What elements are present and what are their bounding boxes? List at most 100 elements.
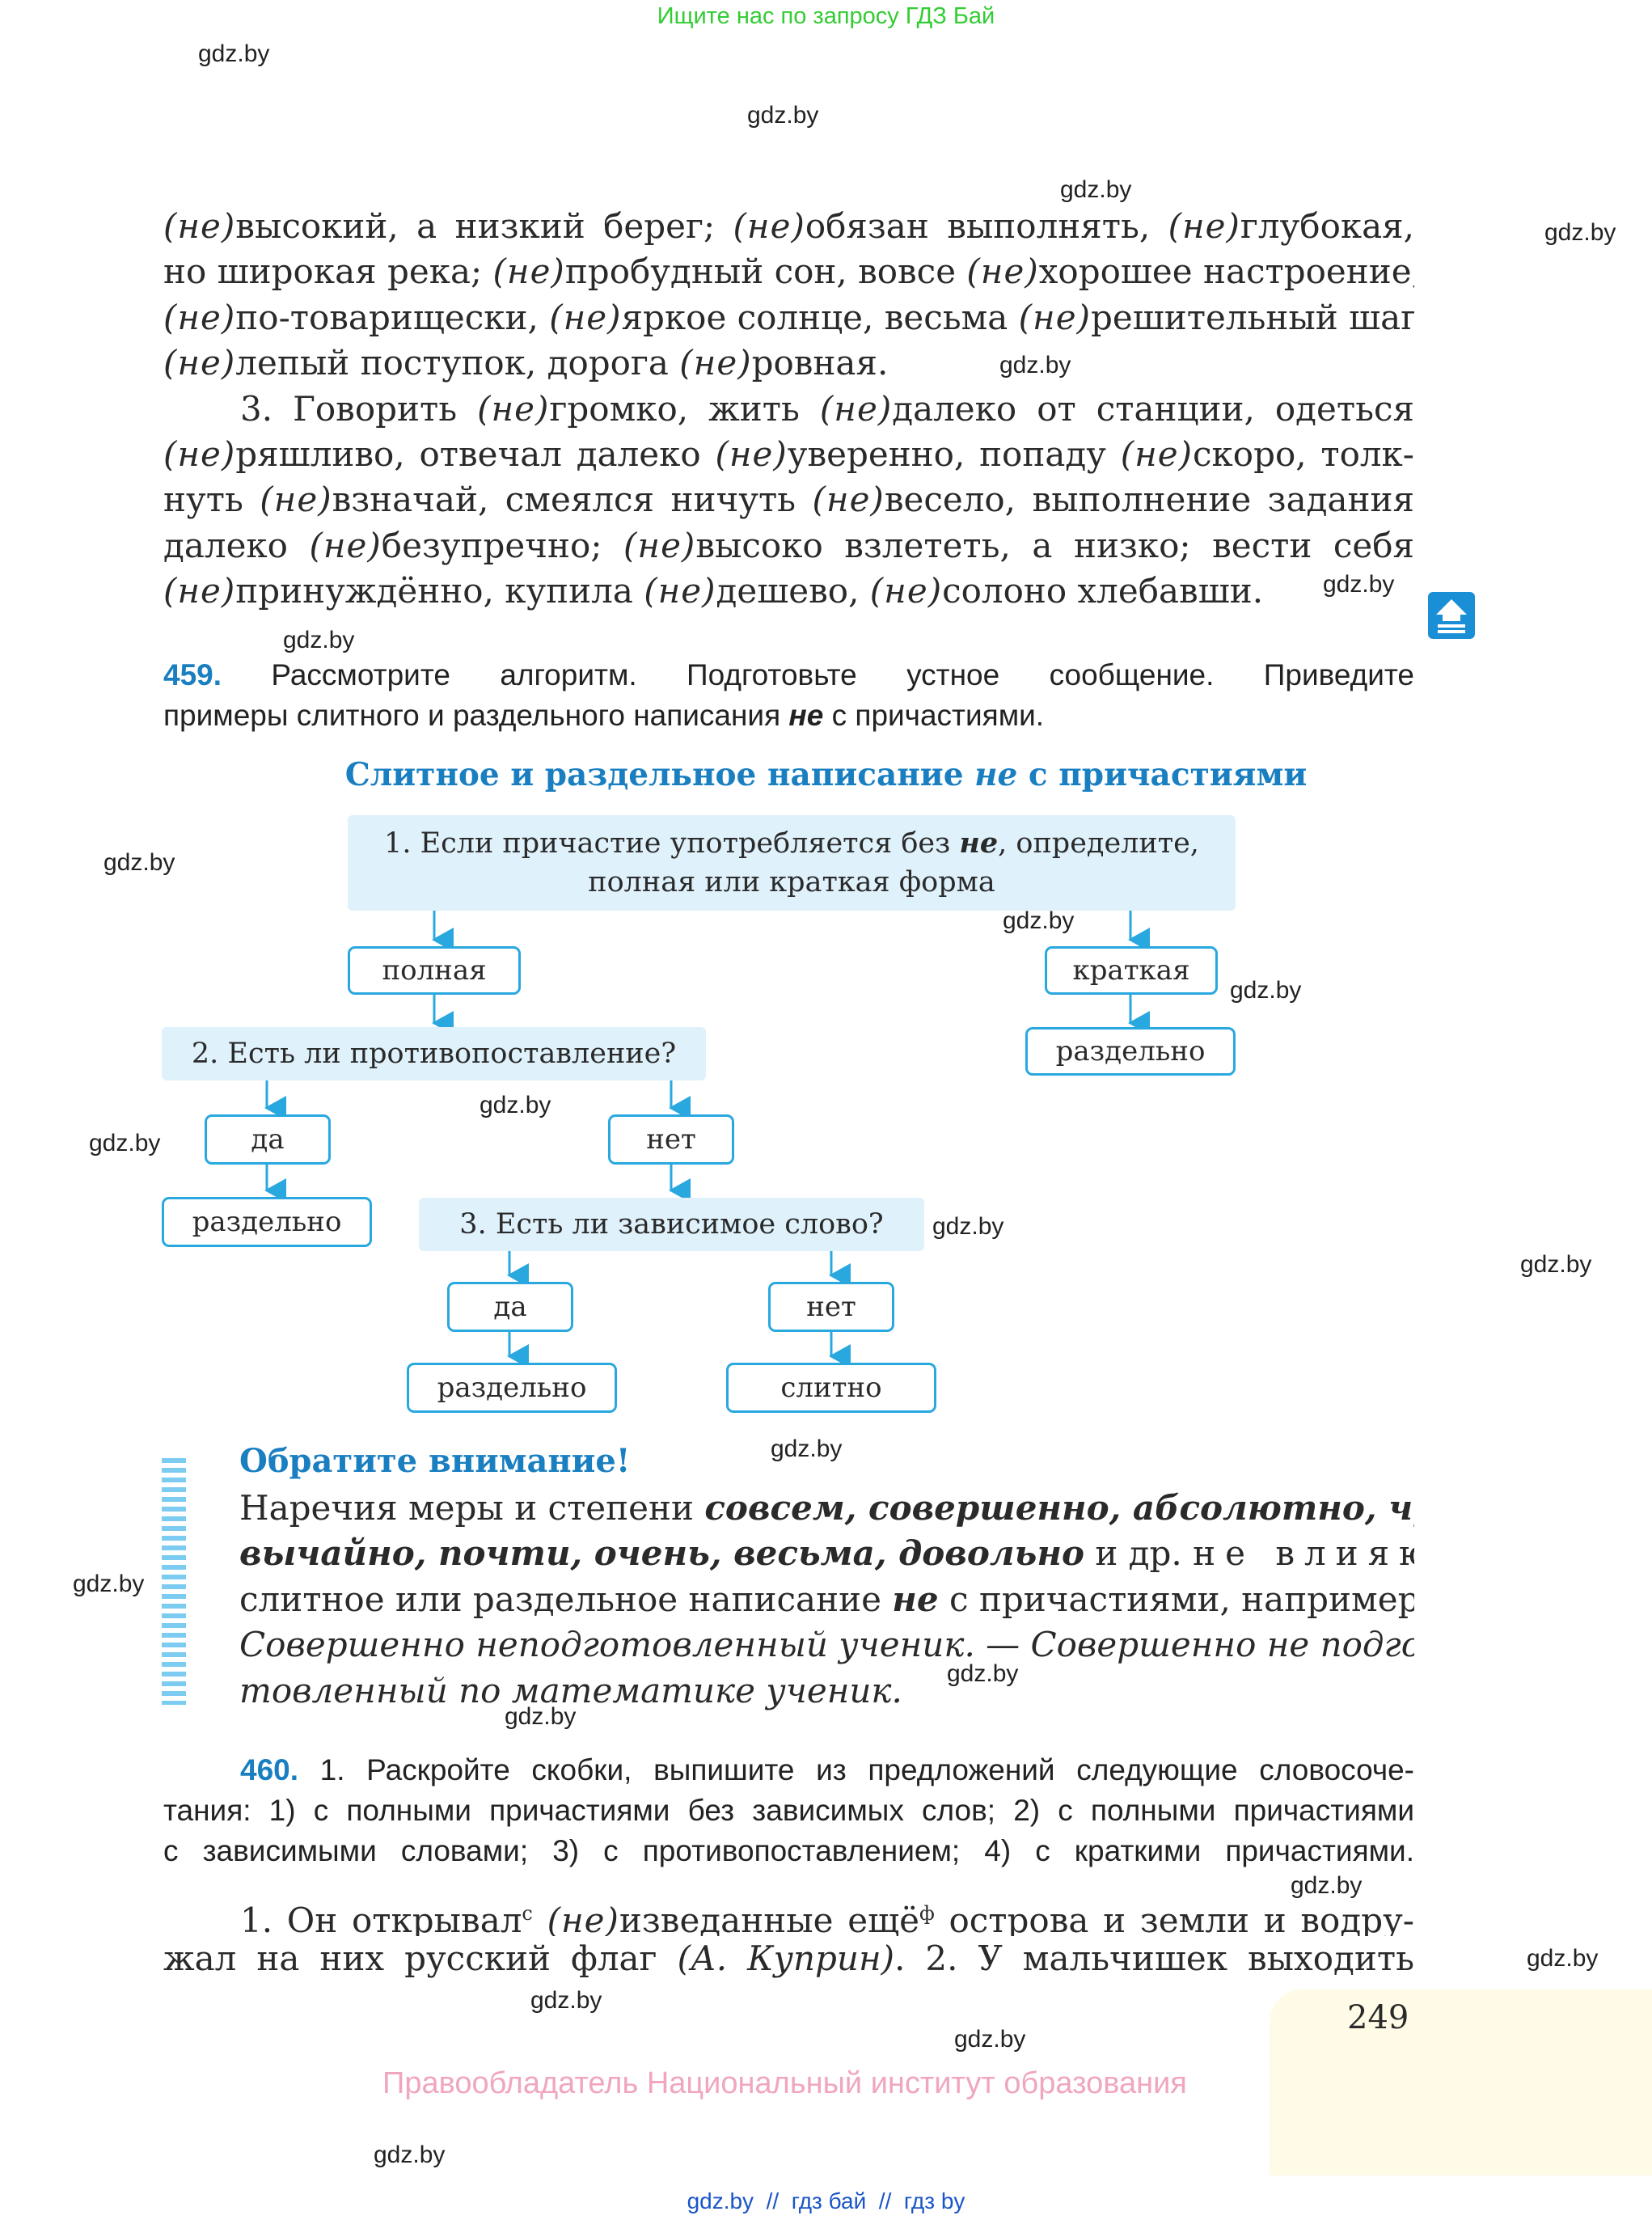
scheme-separately: раздельно [407,1363,617,1413]
text-segment: по-товарищески, [235,297,550,337]
particle-ne: (не) [260,480,332,520]
particle-ne: (не) [163,571,236,611]
copyright-notice: Правообладатель Национальный институт об… [382,2066,1187,2100]
note-text: Наречия меры и степени совсем, совершенн… [239,1488,1414,1710]
text-segment: дешево, [716,571,870,611]
text-segment: пробудный сон, вовсе [564,252,967,292]
text-segment: но широкая река; [163,252,493,292]
text-segment: далеко [163,525,310,565]
watermark: gdz.by [198,40,270,67]
particle-ne: (не) [812,480,885,520]
text-segment: принуждённо, купила [235,571,644,611]
text-line: нуть (не)взначай, смеялся ничуть (не)вес… [163,477,1414,522]
particle-ne: (не) [163,433,236,474]
exercise-460: 460. 1. Раскройте скобки, выпишите из пр… [163,1750,1414,1871]
watermark: gdz.by [954,2026,1026,2053]
scheme-yes: да [447,1282,573,1332]
particle-ne: (не) [1168,206,1240,246]
particle-ne: (не) [623,525,696,565]
watermark: gdz.by [1520,1251,1592,1278]
watermark: gdz.by [932,1213,1004,1240]
text-segment: далеко от станции, одеться [892,388,1414,429]
scheme-separately: раздельно [1025,1027,1236,1076]
particle-ne: (не) [1120,433,1194,474]
text-segment: нуть [163,480,260,520]
text-segment: уверенно, попаду [787,433,1121,474]
watermark: gdz.by [947,1660,1019,1687]
text-line: (не)лепый поступок, дорога (не)ровная. [163,340,1414,386]
exercise-number: 459. [163,658,222,691]
watermark: gdz.by [374,2142,446,2168]
footer-links[interactable]: gdz.by // гдз бай // гдз by [687,2188,965,2213]
watermark: gdz.by [1003,907,1075,934]
watermark: gdz.by [530,1987,602,2014]
text-segment: яркое солнце, весьма [621,297,1019,337]
scheme-step-2: 2. Есть ли противопоставление? [162,1027,706,1080]
text-segment: лепый поступок, дорога [235,343,680,383]
text-segment: безупречно; [381,525,624,565]
page-number: 249 [1347,1999,1409,2036]
particle-ne: (не) [163,343,236,383]
particle-ne: (не) [966,252,1039,292]
exercise-number: 460. [240,1753,299,1786]
home-icon[interactable] [1428,592,1475,639]
watermark: gdz.by [1323,571,1395,598]
particle-ne: (не) [309,525,382,565]
text-segment: решительный шаг, [1090,297,1414,337]
exercise-instruction: тания: 1) с полными причастиями без зави… [163,1794,1414,1827]
exercise-text-bottom: 1. Он открывалс (не)изведанные ещёф остр… [163,1901,1414,1979]
particle-ne: (не) [549,297,622,337]
scheme-no: нет [608,1114,734,1165]
scheme-full-form: полная [348,946,521,995]
watermark: gdz.by [1230,977,1302,1004]
text-segment: ровная. [751,343,889,383]
text-segment: ряшливо, отвечал далеко [235,433,716,474]
scheme-yes: да [205,1114,331,1165]
watermark: gdz.by [73,1571,145,1597]
particle-ne: (не) [163,297,236,337]
text-segment: весело, выполнение задания [884,480,1414,520]
scheme-arrows [264,910,1150,1368]
watermark: gdz.by [505,1703,577,1730]
scheme-step-3: 3. Есть ли зависимое слово? [419,1198,924,1251]
text-segment: солоно хлебавши. [942,571,1264,611]
text-segment: обязан выполнять, [805,206,1168,246]
scheme-title: Слитное и раздельное написание не с прич… [344,756,1308,793]
emphasis-ne: не [788,699,824,732]
exercise-459: 459. Рассмотрите алгоритм. Подготовьте у… [163,655,1414,736]
watermark: gdz.by [747,102,819,129]
watermark: gdz.by [283,627,355,653]
watermark: gdz.by [999,352,1071,378]
particle-ne: (не) [869,571,943,611]
scheme-short-form: краткая [1045,946,1218,995]
scheme-separately: раздельно [162,1197,372,1247]
scheme-step-1: 1. Если причастие употребляется без не, … [348,815,1236,911]
scheme-together: слитно [726,1363,936,1413]
watermark: gdz.by [771,1435,843,1462]
watermark: gdz.by [1060,176,1132,203]
text-line: (не)ряшливо, отвечал далеко (не)уверенно… [163,432,1414,477]
page-corner [1270,1989,1652,2175]
watermark: gdz.by [89,1130,161,1156]
exercise-instruction: с зависимыми словами; 3) с противопостав… [163,1834,1414,1867]
text-segment: высокий, а низкий берег; [235,206,733,246]
exercise-text-top: (не)высокий, а низкий берег; (не)обязан … [163,204,1414,615]
particle-ne: (не) [477,388,550,429]
particle-ne: (не) [644,571,716,611]
text-segment: громко, жить [549,388,820,429]
exercise-instruction: примеры слитного и раздельного написания [163,699,789,732]
top-banner[interactable]: Ищите нас по запросу ГДЗ Бай [657,3,995,29]
particle-ne: (не) [1018,297,1091,337]
watermark: gdz.by [104,849,175,876]
particle-ne: (не) [819,388,893,429]
particle-ne: (не) [163,206,236,246]
particle-ne: (не) [492,252,565,292]
watermark: gdz.by [480,1092,551,1118]
text-segment: хорошее настроение, [1038,252,1414,292]
watermark: gdz.by [1527,1945,1599,1972]
text-segment: высоко взлететь, а низко; вести себя [695,525,1414,565]
text-segment: взначай, смеялся ничуть [332,480,813,520]
text-line: (не)принуждённо, купила (не)дешево, (не)… [163,569,1414,614]
particle-ne: (не) [733,206,805,246]
attention-stripes [162,1458,186,1705]
